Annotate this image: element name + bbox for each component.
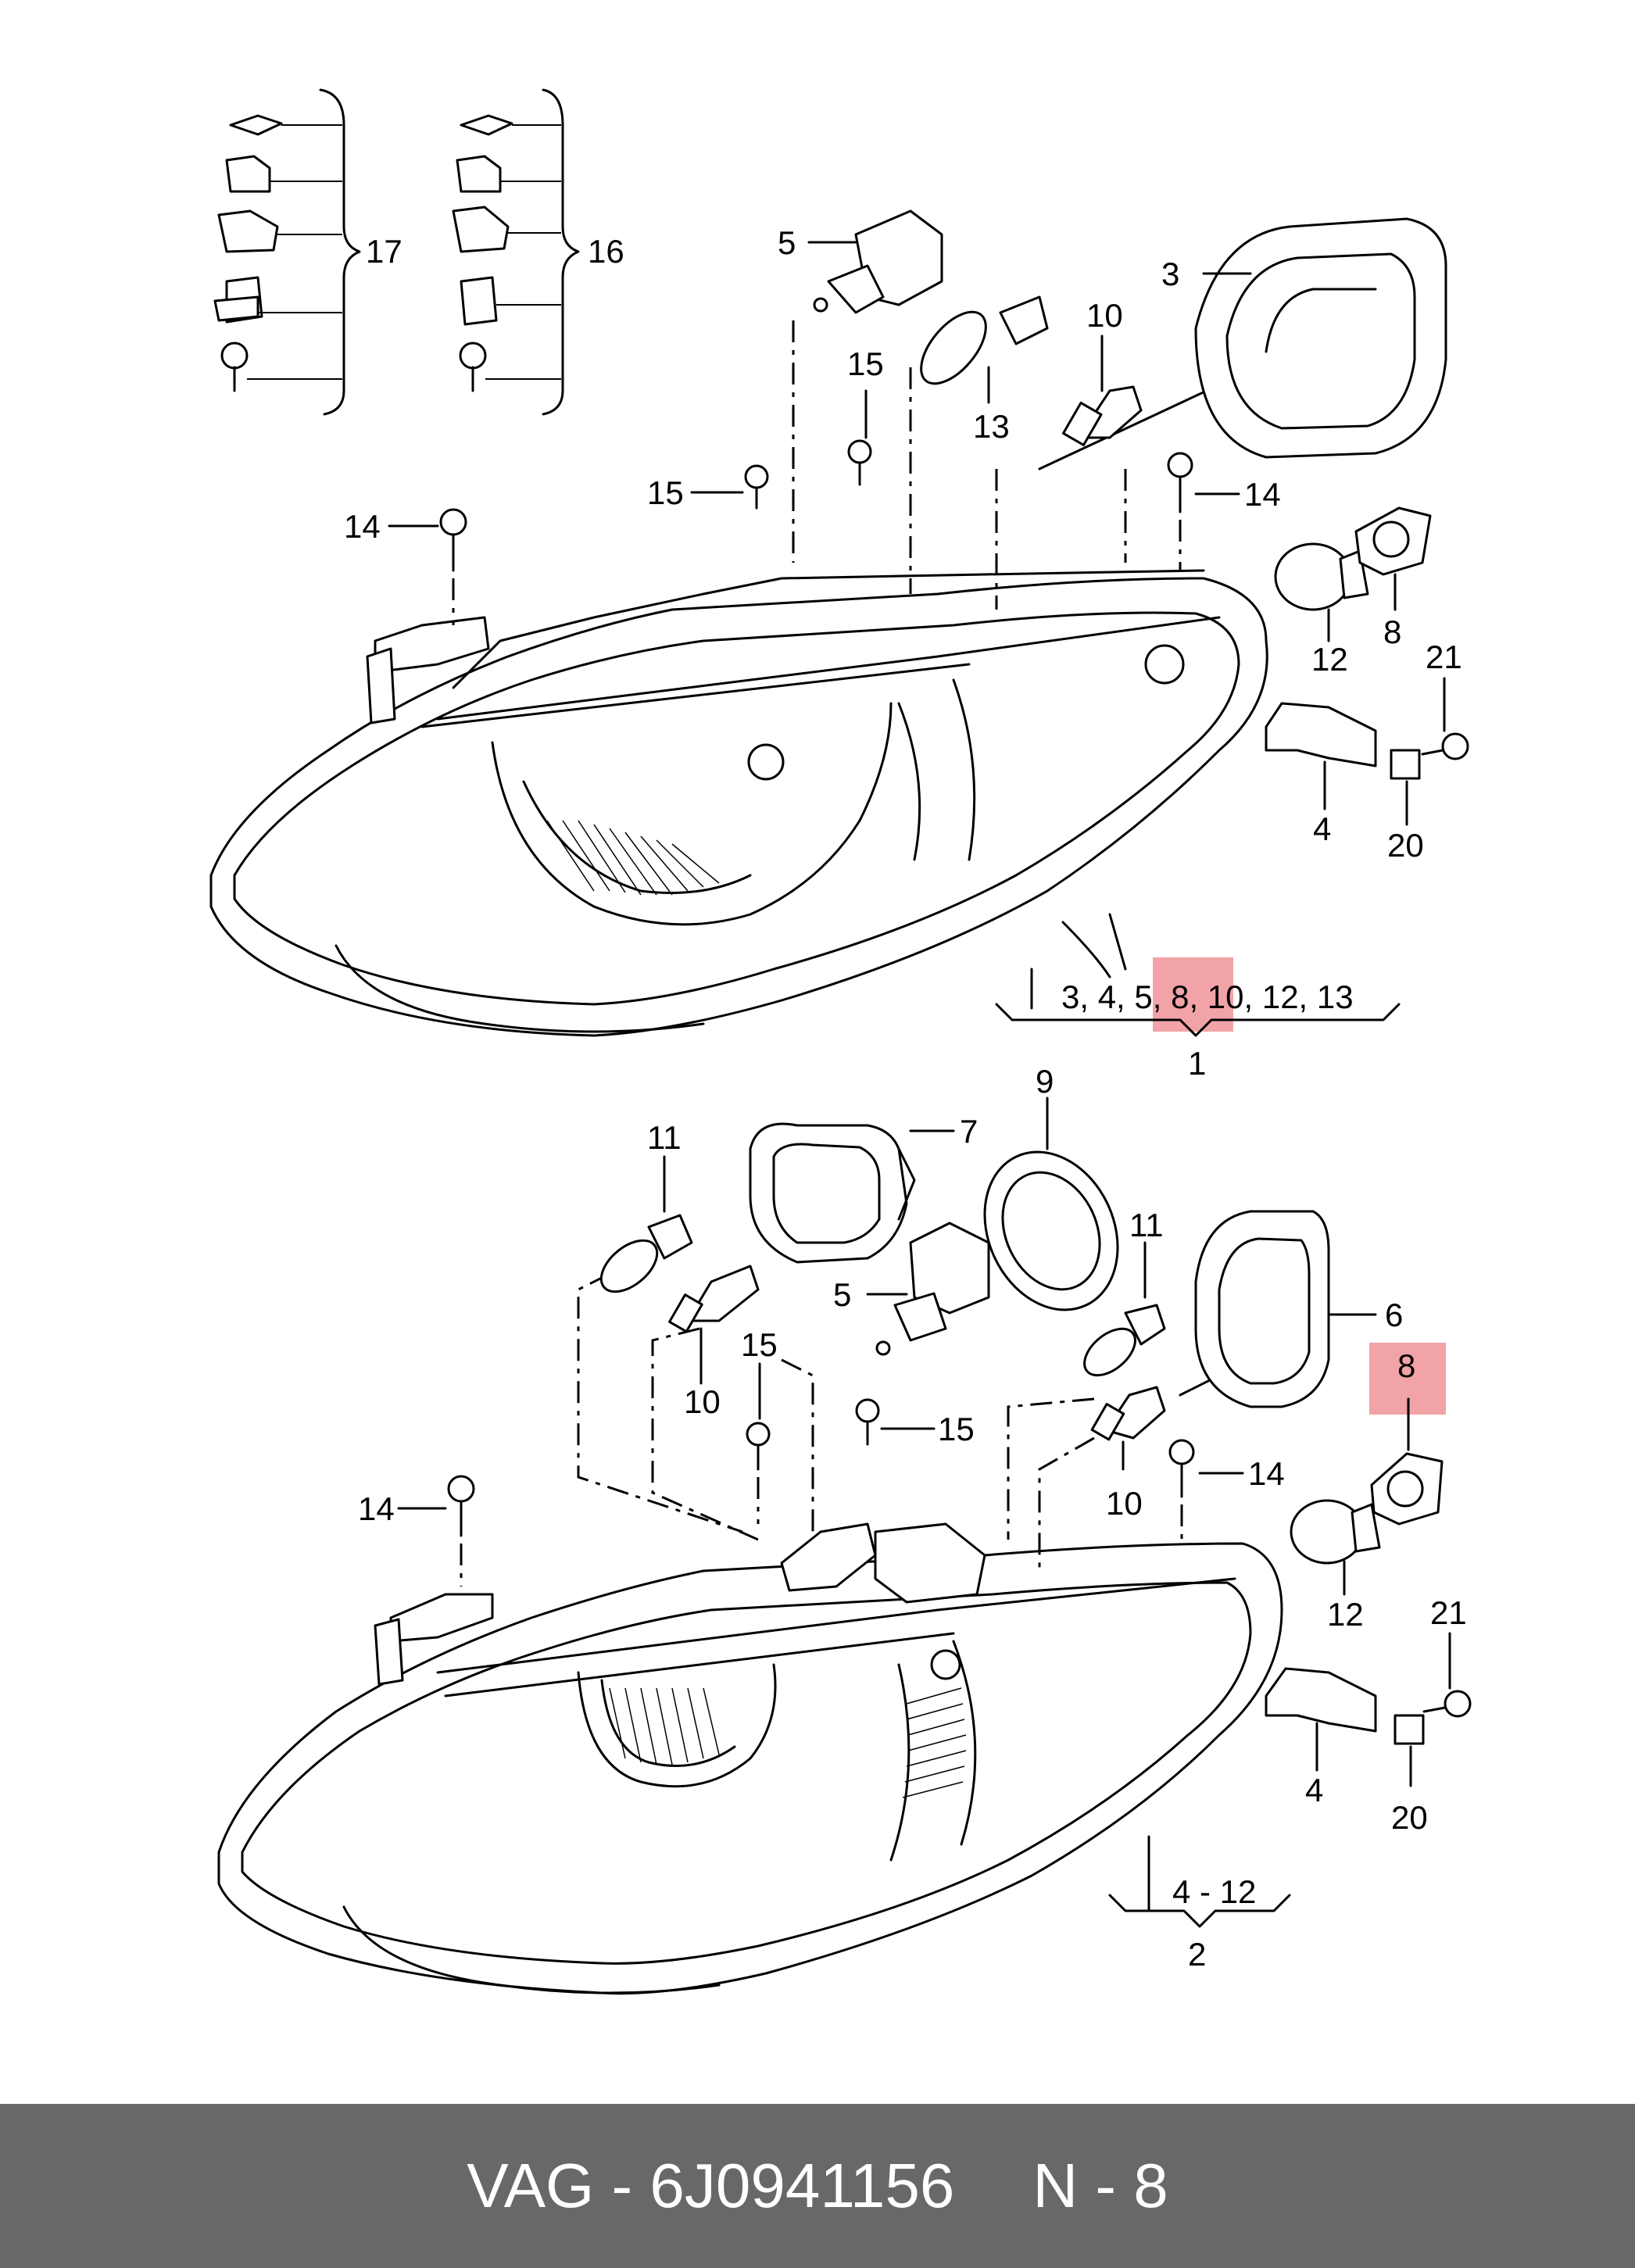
label-20-top: 20	[1387, 827, 1424, 864]
label-8-top: 8	[1383, 614, 1401, 650]
headlight-assembly-1	[209, 569, 1268, 1037]
label-15-bottom-b: 15	[938, 1411, 975, 1447]
label-4-bottom: 4	[1305, 1772, 1323, 1808]
label-15-top-a: 15	[847, 345, 884, 382]
part-20-clip-bottom	[1394, 1714, 1425, 1745]
part-4-bracket-bottom	[1265, 1667, 1377, 1733]
part-3-cover-top	[1194, 217, 1447, 459]
label-14-top-b: 14	[1244, 476, 1281, 513]
label-5-top: 5	[778, 224, 796, 261]
label-14-bottom-b: 14	[1248, 1455, 1285, 1492]
label-20-bottom: 20	[1391, 1799, 1428, 1836]
label-15-bottom-a: 15	[741, 1326, 778, 1363]
bracket-group-17	[213, 88, 361, 416]
part-20-clip-top	[1390, 749, 1421, 780]
label-13: 13	[973, 408, 1010, 445]
part-21-screw-bottom	[1422, 1690, 1472, 1718]
group-2-number: 2	[1188, 1936, 1206, 1973]
group-2-items: 4 - 12	[1172, 1873, 1256, 1910]
part-11-bulb-b	[1083, 1304, 1166, 1377]
part-13-bulb	[920, 295, 1049, 385]
label-17: 17	[366, 233, 402, 270]
label-11-a: 11	[647, 1119, 682, 1156]
part-10-bulb-bottom-b	[1090, 1386, 1166, 1441]
part-10-bulb-bottom-a	[668, 1265, 760, 1333]
part-11-bulb-a	[599, 1214, 693, 1293]
screw-14-b	[1167, 452, 1193, 513]
label-6: 6	[1385, 1297, 1403, 1333]
label-15-top-b: 15	[647, 474, 684, 511]
part-8-socket-bottom	[1370, 1452, 1444, 1526]
label-21-bottom: 21	[1430, 1594, 1467, 1631]
part-10-bulb-top	[1062, 385, 1143, 446]
part-5-actuator-bottom	[875, 1222, 990, 1356]
label-9: 9	[1036, 1063, 1054, 1100]
label-10-top: 10	[1086, 297, 1123, 334]
label-16: 16	[588, 233, 624, 270]
brand-part-number: VAG - 6J0941156	[467, 2151, 955, 2220]
screw-14-a	[439, 508, 467, 572]
part-number-footer: VAG - 6J0941156 N - 8	[0, 2104, 1635, 2268]
label-7: 7	[960, 1113, 978, 1150]
part-7-cover	[749, 1122, 916, 1264]
screw-15-a	[847, 439, 872, 486]
part-5-actuator-top	[813, 209, 943, 314]
part-9-ring	[983, 1150, 1119, 1311]
label-5-bottom: 5	[833, 1276, 851, 1313]
group-1-items: 3, 4, 5, 8, 10, 12, 13	[1061, 978, 1354, 1015]
label-10-bottom-a: 10	[684, 1383, 721, 1420]
part-4-bracket-top	[1265, 702, 1377, 767]
label-14-bottom-a: 14	[358, 1490, 395, 1527]
group-2-brace	[1108, 1835, 1291, 1928]
label-10-bottom-b: 10	[1106, 1485, 1143, 1522]
part-6-cover	[1194, 1210, 1330, 1408]
exploded-parts-diagram: 17 16	[209, 88, 1472, 1995]
screw-15-c	[746, 1422, 771, 1471]
part-12-bulb-bottom	[1290, 1499, 1381, 1565]
bracket-group-16	[452, 88, 580, 416]
part-21-screw-top	[1421, 732, 1469, 760]
label-8-bottom: 8	[1397, 1347, 1415, 1384]
screw-15-b	[744, 464, 769, 510]
label-21-top: 21	[1426, 639, 1462, 675]
group-1-brace	[995, 957, 1401, 1037]
page-reference: N - 8	[1032, 2151, 1168, 2220]
group-1-number: 1	[1188, 1045, 1206, 1082]
screw-14-c	[447, 1475, 475, 1537]
screw-14-d	[1168, 1439, 1195, 1498]
label-11-b: 11	[1129, 1207, 1164, 1243]
headlight-assembly-2	[217, 1522, 1283, 1995]
part-12-bulb-top	[1274, 542, 1369, 611]
label-4-top: 4	[1313, 810, 1331, 847]
label-12-bottom: 12	[1327, 1596, 1364, 1633]
part-8-socket-top	[1354, 506, 1432, 576]
label-12-top: 12	[1311, 641, 1348, 678]
label-14-top-a: 14	[344, 508, 381, 545]
label-3: 3	[1161, 256, 1179, 292]
screw-15-d	[855, 1398, 880, 1446]
